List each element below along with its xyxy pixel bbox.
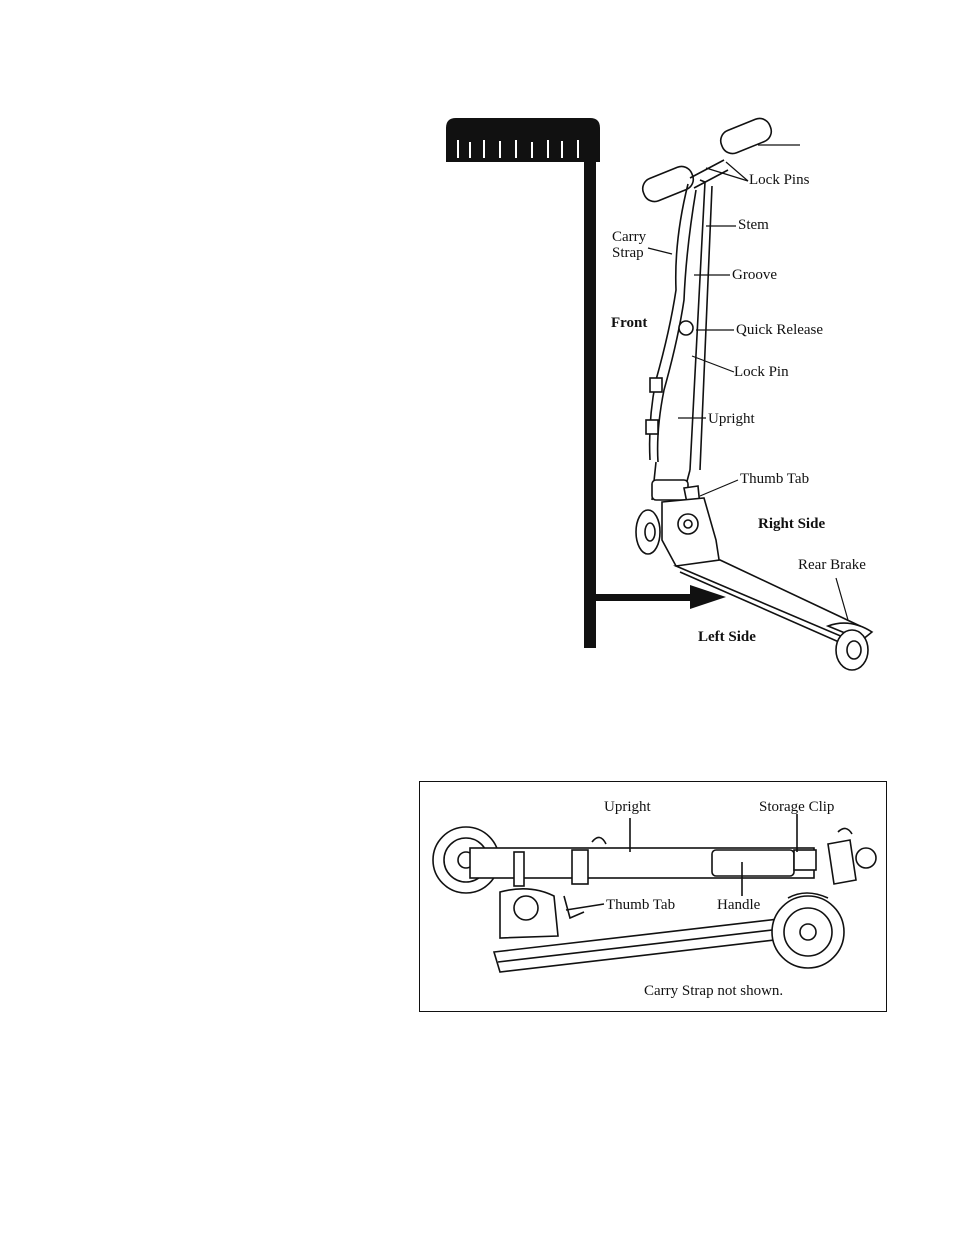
folded-caption: Carry Strap not shown.: [644, 983, 783, 999]
folded-rear-wheel: [772, 896, 844, 968]
folded-label-thumb-tab: Thumb Tab: [606, 897, 675, 913]
folded-label-handle: Handle: [717, 897, 760, 913]
folded-handle: [712, 850, 794, 876]
folded-label-upright: Upright: [604, 799, 651, 815]
folded-storage-clip: [794, 850, 816, 870]
folded-label-storage-clip: Storage Clip: [759, 799, 834, 815]
